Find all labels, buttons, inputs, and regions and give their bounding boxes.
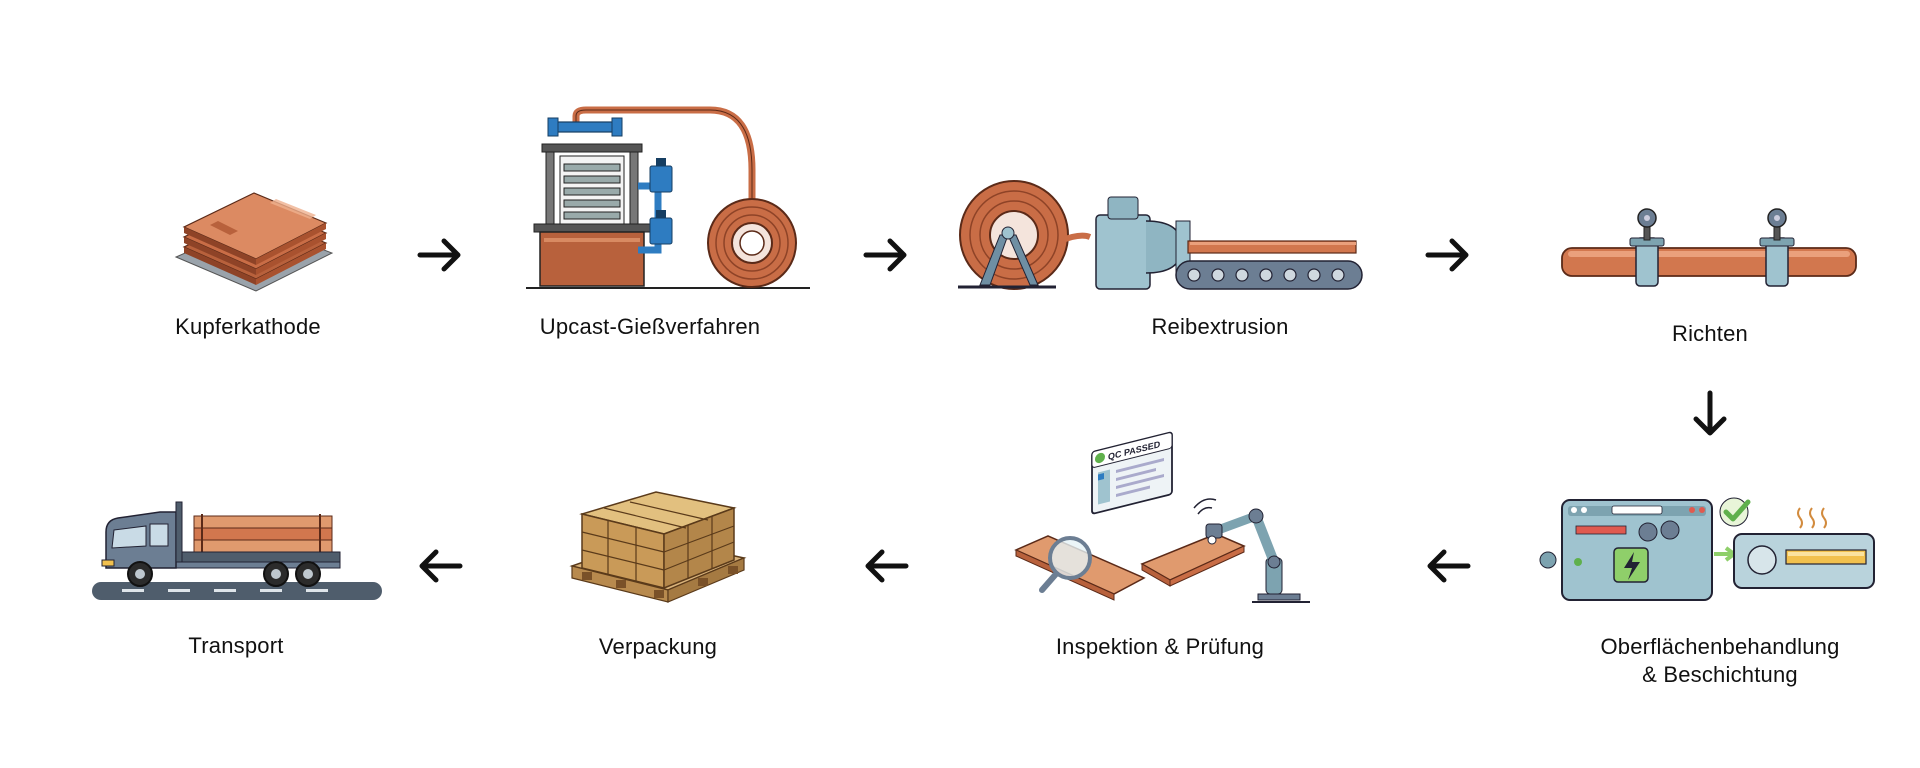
wooden-crate-pallet-icon	[569, 491, 747, 603]
flow-arrow-left	[1418, 536, 1478, 596]
arrow-icon	[863, 238, 907, 272]
step-label: Transport	[188, 633, 284, 658]
arrow-icon	[419, 549, 463, 583]
step-label: Verpackung	[598, 634, 718, 659]
arrow-icon	[1693, 390, 1727, 436]
step-label-line-2: & Beschichtung	[1642, 662, 1798, 687]
flatbed-truck-icon	[92, 501, 382, 600]
flow-arrow-left	[856, 536, 916, 596]
flow-arrow-down	[1680, 385, 1740, 445]
arrow-icon	[1427, 549, 1471, 583]
step-label: Kupferkathode	[175, 314, 321, 339]
step-label: Richten	[1672, 321, 1748, 346]
copper-cathode-stack-icon	[174, 192, 334, 292]
step-label: Reibextrusion	[1151, 314, 1289, 339]
arrow-icon	[1425, 238, 1469, 272]
step-label: Upcast-Gießverfahren	[539, 314, 761, 339]
surface-treatment-line-icon	[1539, 497, 1875, 601]
inspection-robot-icon: QC PASSED	[1014, 431, 1310, 603]
flow-arrow-right	[1418, 225, 1478, 285]
arrow-icon	[865, 549, 909, 583]
flow-arrow-left	[410, 536, 470, 596]
arrow-icon	[417, 238, 461, 272]
friction-extrusion-machine-icon	[958, 180, 1363, 290]
flow-arrow-right	[856, 225, 916, 285]
straightening-rollers-icon	[1561, 208, 1857, 287]
step-label: Inspektion & Prüfung	[1055, 634, 1265, 659]
flow-arrow-right	[410, 225, 470, 285]
step-label: Oberflächenbehandlung	[1600, 634, 1840, 659]
upcast-furnace-icon	[526, 106, 810, 289]
